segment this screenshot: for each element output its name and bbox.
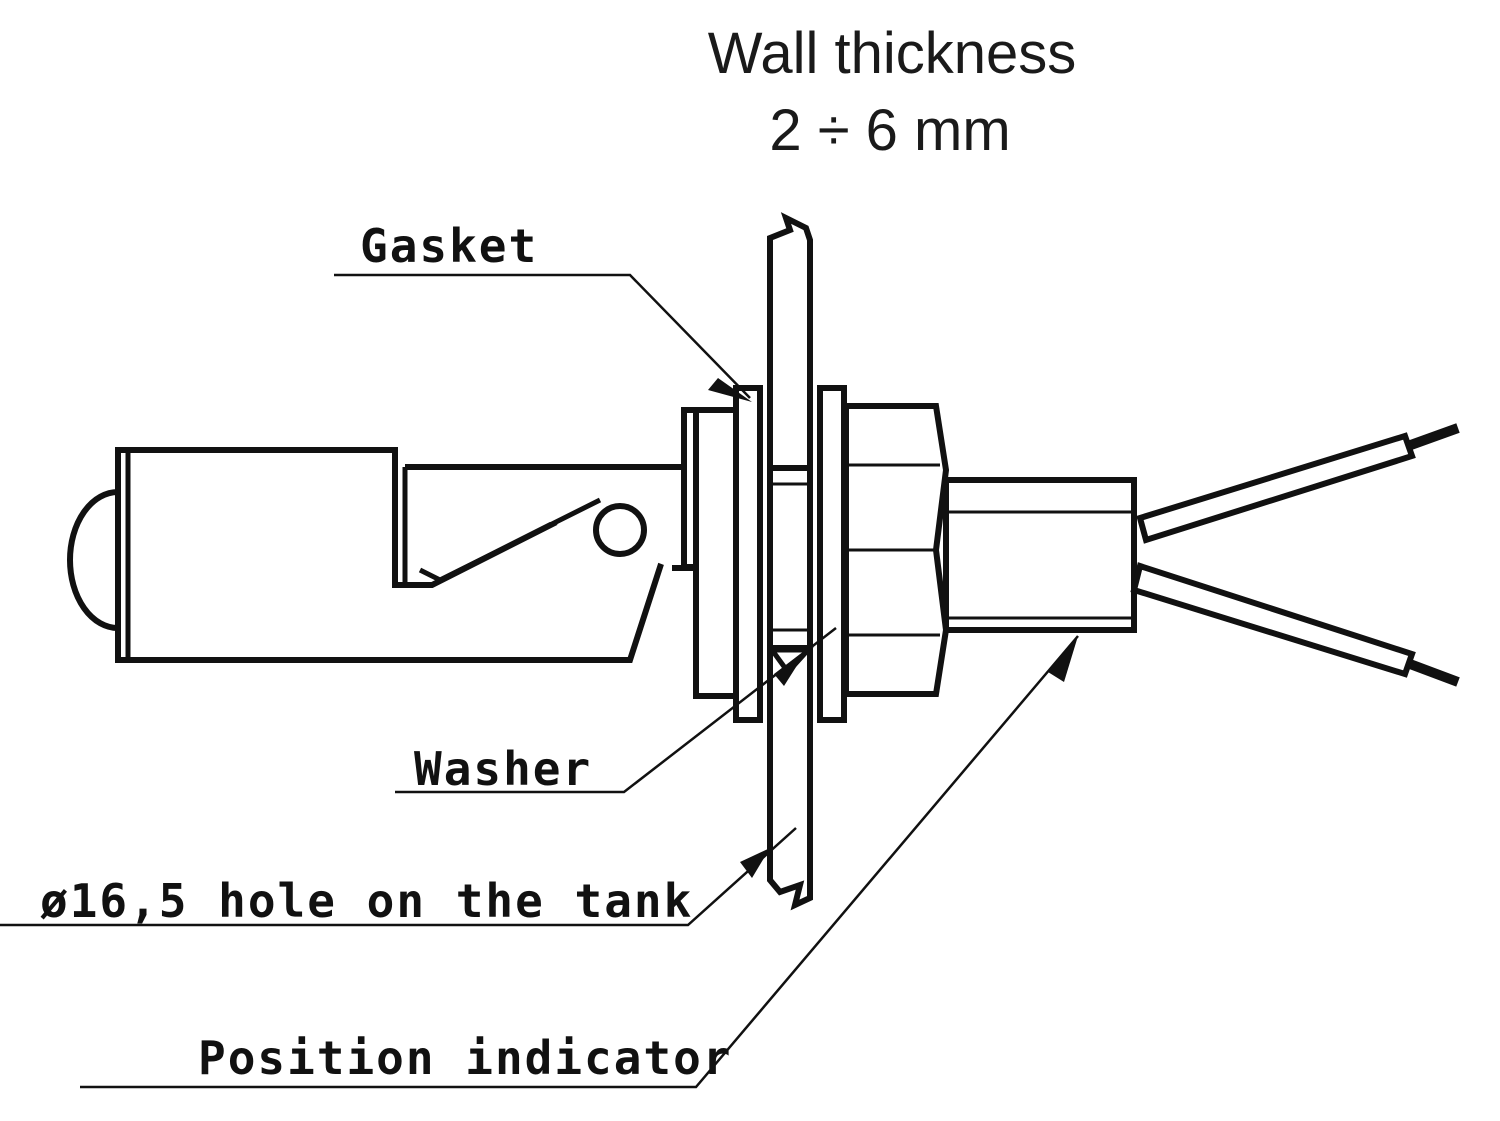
gasket-arrowhead xyxy=(708,378,752,402)
gasket-leader-line xyxy=(334,273,751,399)
wires xyxy=(1130,423,1460,687)
position-indicator-label: Position indicator xyxy=(198,1031,733,1085)
housing-stack xyxy=(681,212,1137,911)
title-line-1: Wall thickness xyxy=(708,21,1077,86)
hole-arrowhead xyxy=(740,848,770,878)
lower-wire-insulation xyxy=(1130,562,1416,678)
washer-arrowhead xyxy=(774,648,808,686)
washer-leader-line xyxy=(395,627,837,794)
position-indicator-callout: Position indicator xyxy=(80,635,1079,1089)
gasket-label: Gasket xyxy=(360,219,538,273)
hole-label: ø16,5 hole on the tank xyxy=(40,874,693,928)
float-dome-cap xyxy=(67,489,119,631)
washer-callout: Washer xyxy=(395,627,837,796)
hole-callout: ø16,5 hole on the tank xyxy=(0,827,797,928)
housing-plate xyxy=(693,407,739,699)
washer-label: Washer xyxy=(414,742,592,796)
lower-wire-conductor xyxy=(1408,659,1460,687)
cable-sleeve xyxy=(943,477,1137,633)
position-indicator-arrowhead xyxy=(1048,636,1078,682)
washer-part xyxy=(817,385,847,723)
title-line-2: 2 ÷ 6 mm xyxy=(769,98,1010,163)
gasket-part xyxy=(733,385,763,723)
upper-wire-insulation xyxy=(1136,432,1416,544)
gasket-callout: Gasket xyxy=(334,219,752,402)
position-indicator-leader-line xyxy=(80,635,1079,1089)
float-lever xyxy=(418,497,602,583)
float-body xyxy=(67,447,693,663)
upper-wire-conductor xyxy=(1406,423,1460,451)
pivot-hole xyxy=(593,503,647,557)
thread-core xyxy=(767,465,813,651)
